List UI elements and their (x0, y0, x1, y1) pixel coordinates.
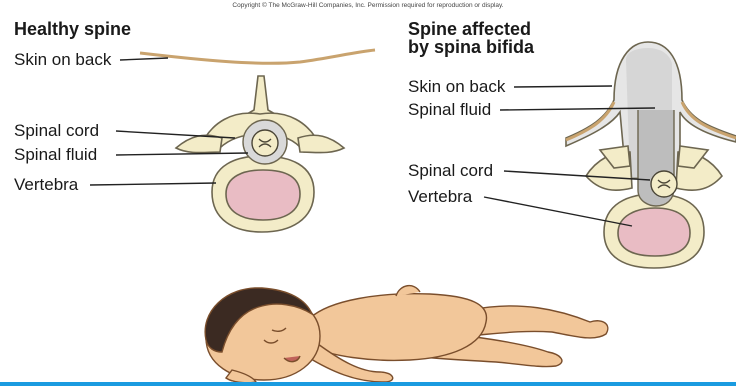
infant-illustration (205, 286, 608, 383)
healthy-skin-line (140, 50, 375, 63)
accent-bar (0, 382, 736, 386)
healthy-label-spinal-cord: Spinal cord (14, 122, 99, 140)
bifida-label-vertebra: Vertebra (408, 188, 472, 206)
bifida-label-skin: Skin on back (408, 78, 505, 96)
healthy-label-spinal-fluid: Spinal fluid (14, 146, 97, 164)
healthy-spinal-cord (252, 130, 278, 156)
healthy-label-skin: Skin on back (14, 51, 111, 69)
bifida-label-spinal-fluid: Spinal fluid (408, 101, 491, 119)
copyright-notice: Copyright © The McGraw-Hill Companies, I… (0, 2, 736, 9)
bifida-spinal-cord (651, 171, 677, 197)
healthy-spine-title: Healthy spine (14, 20, 131, 39)
bifida-label-spinal-cord: Spinal cord (408, 162, 493, 180)
healthy-label-vertebra: Vertebra (14, 176, 78, 194)
bifida-title-line2: by spina bifida (408, 38, 534, 57)
